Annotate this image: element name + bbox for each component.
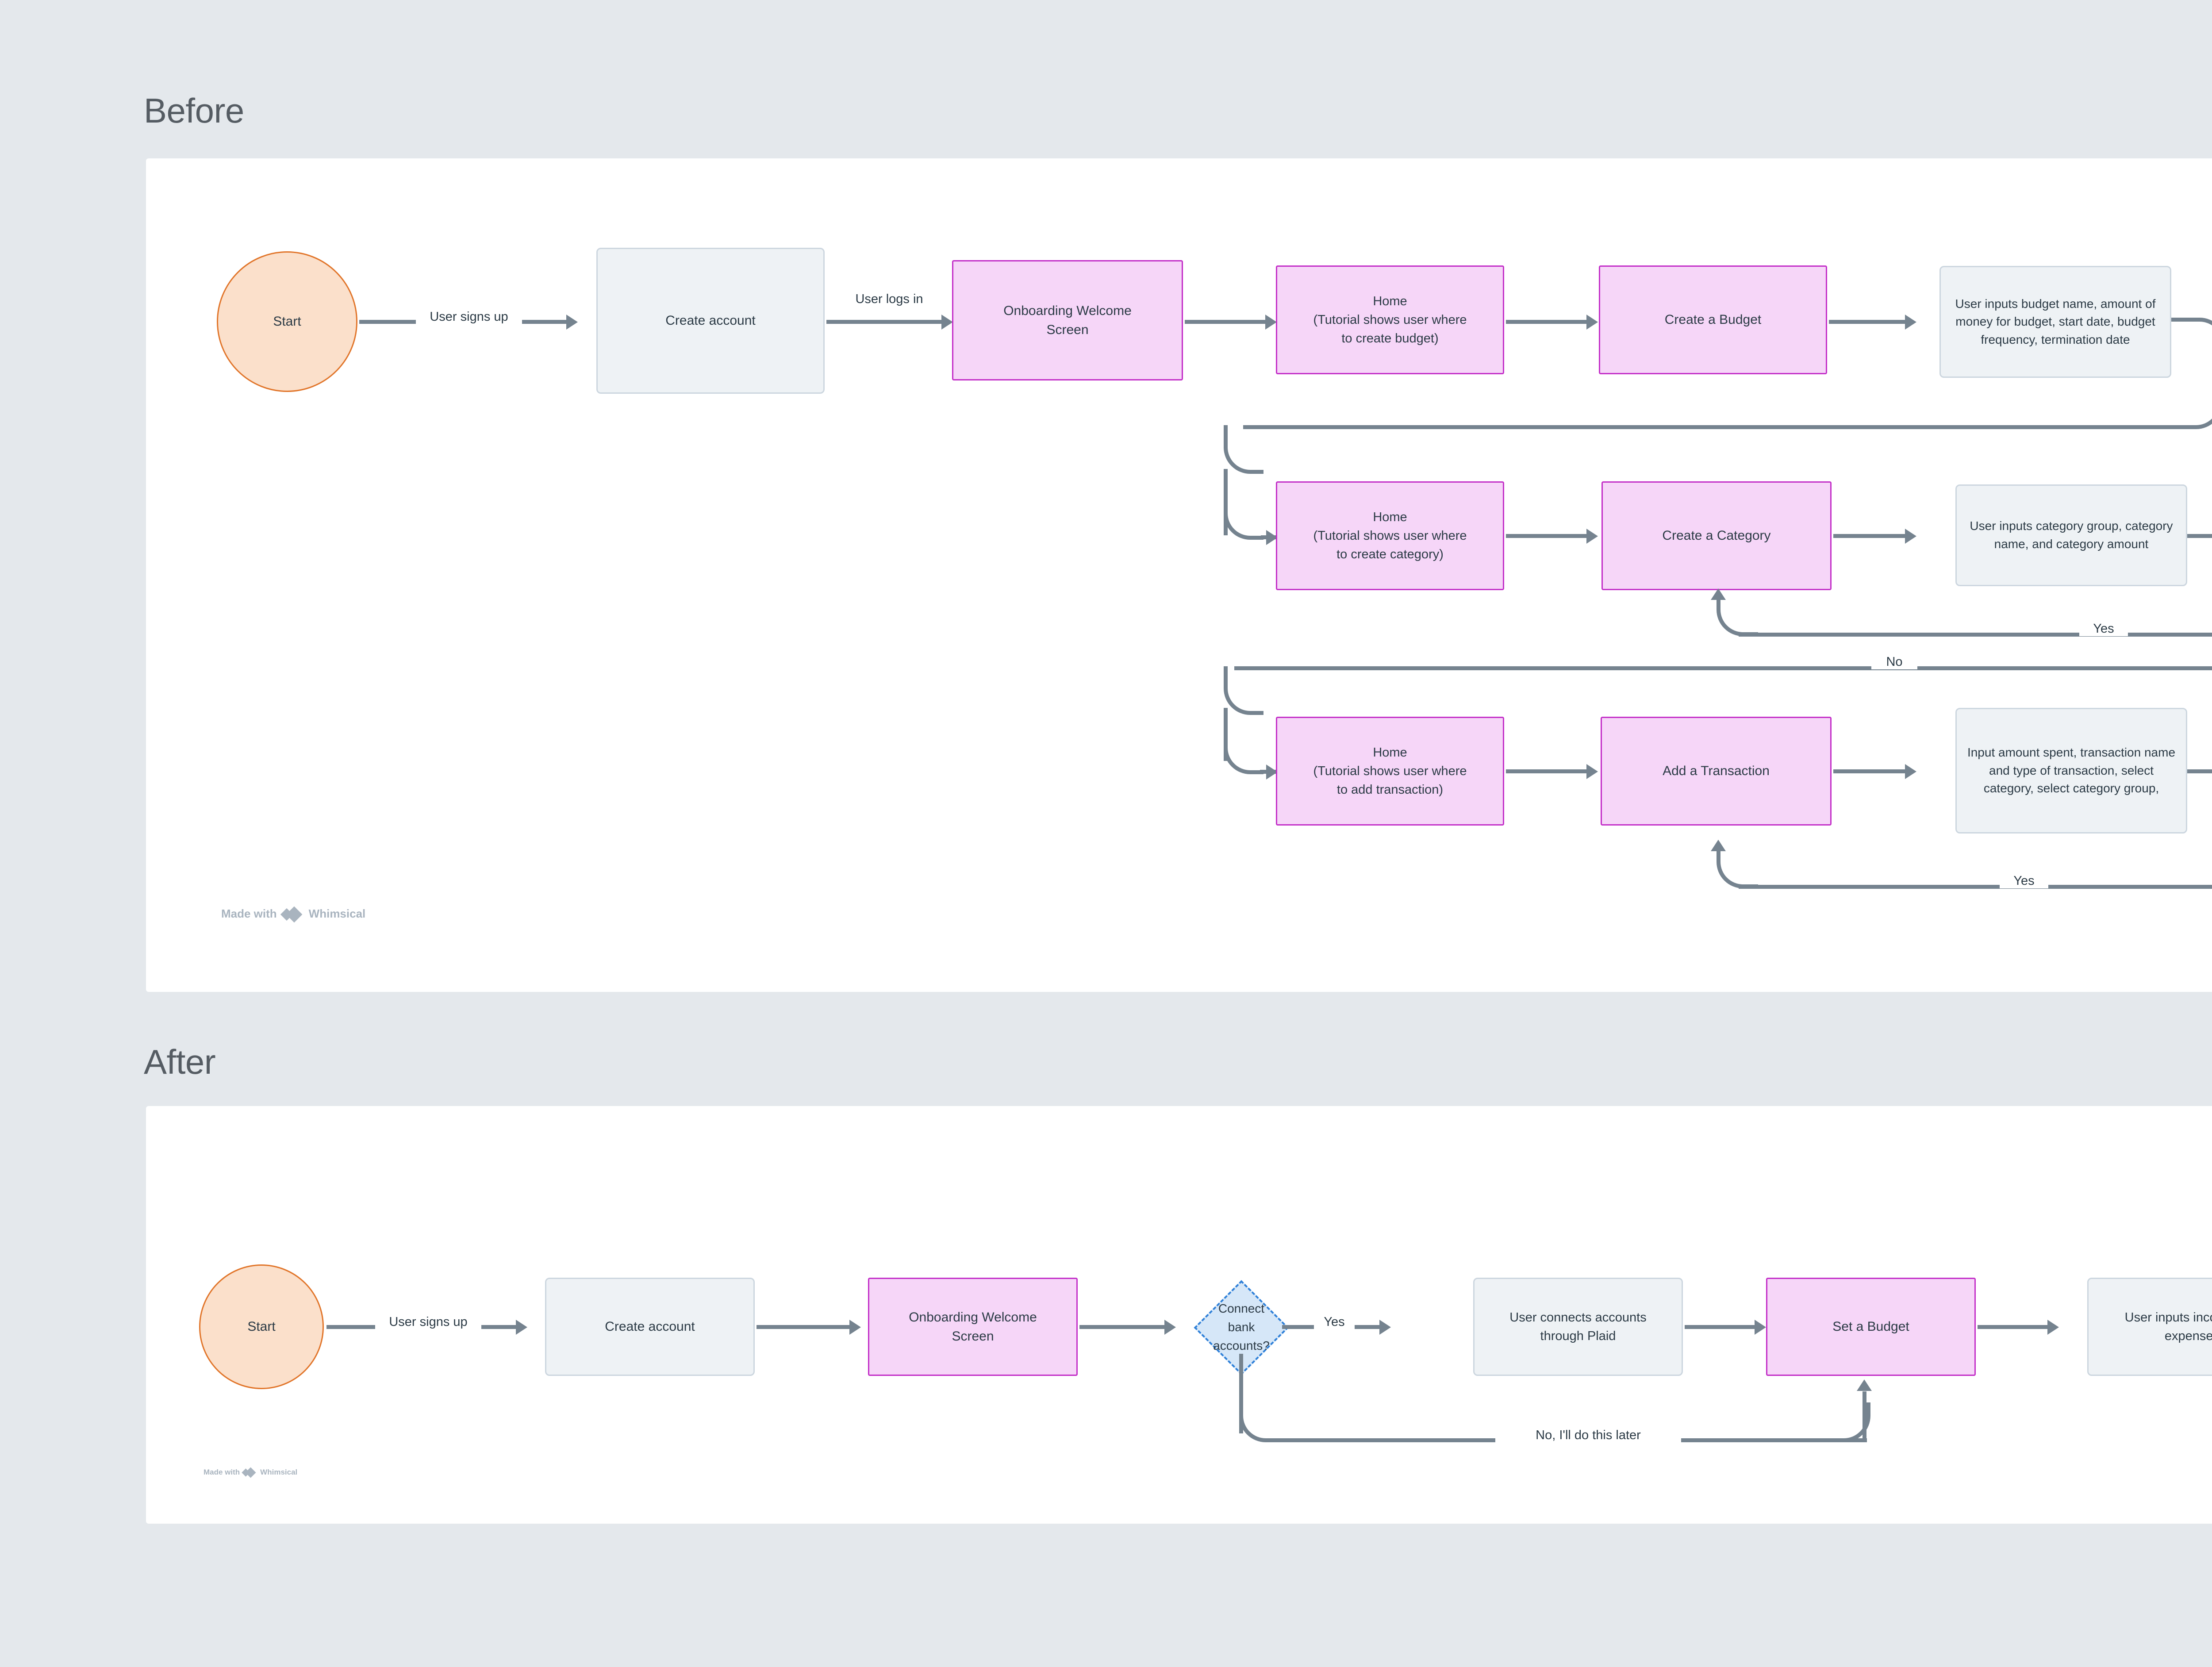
before-edge-budget-return — [1243, 425, 2170, 429]
before-edge-category-to-inputs — [1833, 534, 1905, 538]
before-edge-categories-no-line — [1234, 666, 2212, 670]
before-watermark: Made with Whimsical — [221, 906, 366, 922]
before-edge-create-to-welcome — [826, 320, 857, 324]
before-edge-categories-yes-riser — [1717, 600, 1720, 607]
after-node-onboarding-welcome[interactable]: Onboarding Welcome Screen — [868, 1278, 1078, 1376]
before-elbow-transactions-yes-return — [1717, 849, 1758, 888]
before-edge-label-categories-yes: Yes — [2079, 622, 2128, 636]
after-arrow-bank-no-up — [1857, 1379, 1872, 1391]
before-node-add-transaction[interactable]: Add a Transaction — [1601, 717, 1832, 826]
section-title-after: After — [144, 1042, 216, 1081]
after-arrow-to-connect-bank — [1164, 1320, 1176, 1335]
before-elbow-categories-yes-return — [1717, 596, 1758, 636]
before-edge-start-to-create — [359, 320, 416, 324]
before-node-create-category[interactable]: Create a Category — [1601, 481, 1832, 590]
after-arrow-to-plaid — [1379, 1320, 1391, 1335]
before-edge-welcome-to-home-budget — [1185, 320, 1265, 324]
before-edge-categories-yes-line — [1739, 633, 2212, 637]
before-edge-transactions-yes-riser — [1717, 852, 1720, 859]
before-elbow-row2-turn — [1224, 500, 1263, 540]
after-node-income-expenses[interactable]: User inputs income and expenses — [2087, 1278, 2212, 1376]
watermark-prefix: Made with — [204, 1468, 240, 1476]
before-edge-transaction-to-inputs — [1833, 769, 1905, 773]
watermark-brand: Whimsical — [308, 907, 366, 920]
before-elbow-row3-entry — [1224, 666, 1263, 715]
before-edge-catinputs-to-decision — [2187, 534, 2212, 538]
before-arrow-to-add-transaction — [1586, 764, 1598, 779]
before-node-start[interactable]: Start — [217, 251, 357, 392]
before-edge-home-to-create-category — [1506, 534, 1586, 538]
before-edge-home-to-add-transaction — [1506, 769, 1586, 773]
before-arrow-to-transaction-inputs — [1905, 764, 1916, 779]
after-edge-start-to-create — [326, 1325, 375, 1329]
after-elbow-bank-no-return — [1831, 1402, 1870, 1442]
after-edge-label-bank-no: No, I'll do this later — [1495, 1428, 1681, 1443]
after-edge-signs-up-tail — [481, 1325, 516, 1329]
before-node-category-inputs[interactable]: User inputs category group, category nam… — [1955, 484, 2187, 586]
before-node-onboarding-welcome[interactable]: Onboarding Welcome Screen — [952, 260, 1183, 380]
after-edge-bank-yes-a — [1282, 1325, 1314, 1329]
before-arrow-to-home-category — [1266, 530, 1278, 545]
watermark-brand: Whimsical — [260, 1468, 298, 1476]
before-elbow-row2-entry — [1224, 425, 1263, 474]
after-arrow-to-welcome — [849, 1320, 861, 1335]
after-edge-bank-no-drop — [1239, 1354, 1243, 1433]
after-edge-budget-to-income — [1978, 1325, 2047, 1329]
before-arrow-to-create-account — [566, 315, 578, 330]
before-node-home-category[interactable]: Home (Tutorial shows user where to creat… — [1276, 481, 1504, 590]
before-arrow-to-category-inputs — [1905, 529, 1916, 544]
section-title-before: Before — [144, 91, 244, 130]
after-elbow-bank-no-turn — [1239, 1402, 1279, 1442]
before-arrow-to-welcome — [941, 315, 953, 330]
before-elbow-row3-turn — [1224, 734, 1263, 774]
before-edge-transactions-yes-line — [1739, 885, 2212, 889]
after-node-set-budget[interactable]: Set a Budget — [1766, 1278, 1976, 1376]
after-arrow-to-create-account — [516, 1320, 527, 1335]
before-edge-logs-in-tail — [857, 320, 941, 324]
before-arrow-transactions-yes-up — [1711, 840, 1726, 851]
after-edge-label-user-signs-up: User signs up — [375, 1315, 481, 1329]
after-edge-create-to-welcome — [757, 1325, 849, 1329]
whimsical-logo-icon — [242, 1467, 257, 1478]
after-node-connect-plaid[interactable]: User connects accounts through Plaid — [1473, 1278, 1683, 1376]
before-node-create-budget[interactable]: Create a Budget — [1599, 265, 1827, 374]
before-elbow-budget-to-row2-right — [2171, 318, 2212, 373]
before-node-budget-inputs[interactable]: User inputs budget name, amount of money… — [1939, 266, 2171, 378]
after-edge-welcome-to-decision — [1079, 1325, 1164, 1329]
before-edge-signs-up-tail — [522, 320, 566, 324]
before-arrow-to-budget-inputs — [1905, 315, 1916, 330]
before-edge-budget-to-inputs — [1829, 320, 1905, 324]
before-arrow-to-home-budget — [1265, 315, 1277, 330]
after-edge-bank-no-riser — [1863, 1391, 1866, 1440]
before-edge-txinputs-to-decision — [2187, 769, 2212, 773]
after-node-start[interactable]: Start — [199, 1264, 324, 1389]
before-edge-label-user-signs-up: User signs up — [416, 310, 522, 324]
after-watermark: Made with Whimsical — [204, 1467, 298, 1478]
before-edge-home-to-create-budget — [1506, 320, 1586, 324]
before-arrow-to-home-transaction — [1266, 764, 1278, 780]
before-node-home-budget[interactable]: Home (Tutorial shows user where to creat… — [1276, 265, 1504, 374]
before-arrow-to-create-budget — [1586, 315, 1598, 330]
after-node-create-account[interactable]: Create account — [545, 1278, 755, 1376]
before-node-transaction-inputs[interactable]: Input amount spent, transaction name and… — [1955, 708, 2187, 834]
before-elbow-budget-turn — [2168, 389, 2212, 429]
after-edge-plaid-to-budget — [1685, 1325, 1755, 1329]
after-edge-label-bank-yes: Yes — [1314, 1315, 1355, 1329]
before-node-create-account[interactable]: Create account — [596, 248, 825, 394]
before-edge-label-transactions-yes: Yes — [2000, 874, 2048, 888]
whimsical-logo-icon — [280, 906, 304, 922]
after-arrow-to-set-budget — [1755, 1320, 1766, 1335]
before-edge-label-user-logs-in: User logs in — [836, 292, 942, 307]
after-arrow-to-income-expenses — [2047, 1320, 2059, 1335]
after-edge-bank-yes-b — [1355, 1325, 1379, 1329]
before-edge-label-categories-no: No — [1871, 655, 1917, 669]
watermark-prefix: Made with — [221, 907, 277, 920]
before-node-home-transaction[interactable]: Home (Tutorial shows user where to add t… — [1276, 717, 1504, 826]
before-arrow-categories-yes-up — [1711, 588, 1726, 600]
before-arrow-to-create-category — [1586, 529, 1598, 544]
